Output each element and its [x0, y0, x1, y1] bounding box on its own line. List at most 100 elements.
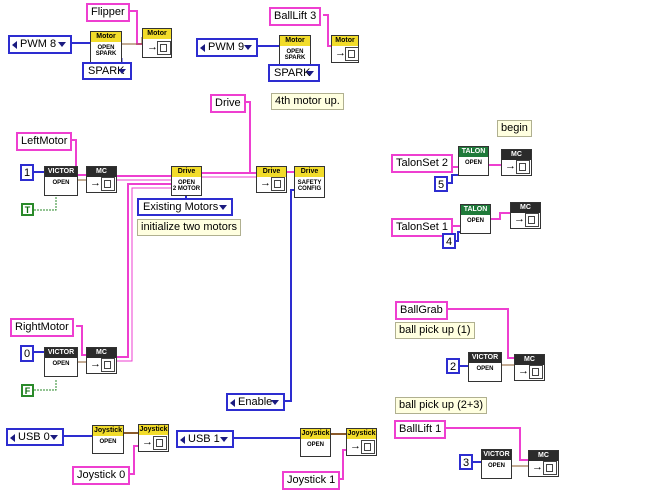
wire-ballgrab	[448, 308, 514, 359]
talon-open-vi-1[interactable]: TALON OPEN	[460, 204, 491, 234]
wire-talon1-mc	[489, 212, 513, 220]
mc-vi-talon2[interactable]: MC →	[501, 149, 532, 176]
mc-vi-right[interactable]: MC →	[86, 347, 117, 374]
joystick-open-vi-1[interactable]: Joystick OPEN	[300, 428, 331, 457]
vi-header: VICTOR	[469, 353, 501, 363]
comment-ball-pick-23: ball pick up (2+3)	[395, 397, 488, 414]
pwm9-ring[interactable]: PWM 9	[196, 38, 258, 57]
motor-open-vi-2[interactable]: Motor OPEN SPARK	[279, 35, 311, 67]
spark-ring-b[interactable]: SPARK	[268, 64, 320, 82]
talonset1-label[interactable]: TalonSet 1	[391, 218, 453, 237]
arrow-right-icon: →	[505, 160, 516, 172]
drive-label[interactable]: Drive	[210, 94, 246, 113]
wire-joystick0	[128, 445, 139, 475]
vi-body: OPEN 2 MOTOR	[172, 180, 201, 192]
right-bool-constant[interactable]: F	[21, 384, 34, 397]
vi-body: OPEN SPARK	[284, 49, 306, 61]
flipper-label[interactable]: Flipper	[86, 3, 130, 22]
vi-header: VICTOR	[45, 348, 77, 358]
wire-rightmotor	[76, 325, 86, 356]
vi-header: MC	[529, 451, 558, 461]
ring-grip-icon	[10, 434, 15, 442]
chevron-down-icon	[271, 400, 279, 405]
talon-open-vi-2[interactable]: TALON OPEN	[458, 146, 489, 176]
vi-header: Joystick	[301, 429, 330, 439]
refnum-output-icon	[516, 160, 530, 174]
spark-ring-a[interactable]: SPARK	[82, 62, 132, 80]
ring-grip-icon	[180, 436, 185, 444]
balllift3-label[interactable]: BallLift 3	[269, 7, 322, 26]
wire-balllift1	[446, 427, 528, 461]
refnum-output-icon	[153, 436, 167, 450]
wire-enable	[285, 189, 297, 402]
ring-grip-icon	[230, 399, 235, 407]
vi-body: OPEN	[52, 361, 70, 367]
arrow-right-icon: →	[147, 41, 158, 53]
rightmotor-label[interactable]: RightMotor	[10, 318, 74, 337]
pwm9-ring-label: PWM 9	[208, 41, 245, 53]
joystick-refnum-vi-1[interactable]: Joystick →	[346, 428, 377, 456]
victor-open-vi-ballgrab[interactable]: VICTOR OPEN	[468, 352, 502, 382]
talon2-constant[interactable]: 5	[434, 176, 448, 192]
chevron-down-icon	[50, 435, 58, 440]
mc-vi-talon1[interactable]: MC →	[510, 202, 541, 229]
arrow-right-icon: →	[90, 177, 101, 189]
drive-open-vi[interactable]: Drive OPEN 2 MOTOR	[171, 166, 202, 196]
left-bool-constant[interactable]: T	[21, 203, 34, 216]
motor-refnum-vi-2[interactable]: Motor →	[331, 35, 359, 63]
joystick0-label[interactable]: Joystick 0	[72, 466, 131, 485]
vi-header: Joystick	[93, 426, 123, 436]
chevron-down-icon	[219, 205, 227, 210]
joystick1-label[interactable]: Joystick 1	[282, 471, 341, 490]
motor-refnum-vi[interactable]: Motor →	[142, 28, 172, 58]
refnum-output-icon	[157, 41, 171, 55]
vi-header: MC	[515, 355, 544, 365]
chevron-down-icon	[306, 71, 314, 76]
victor-open-vi-right[interactable]: VICTOR OPEN	[44, 347, 78, 377]
balllift1-constant[interactable]: 3	[459, 454, 473, 470]
talon1-constant[interactable]: 4	[442, 233, 456, 249]
vi-header: TALON	[461, 205, 490, 215]
wire-drive	[244, 101, 256, 174]
mc-vi-ballgrab[interactable]: MC →	[514, 354, 545, 381]
pwm8-ring[interactable]: PWM 8	[8, 35, 72, 54]
joystick-refnum-vi-0[interactable]: Joystick →	[138, 424, 169, 452]
comment-4th-motor: 4th motor up.	[271, 93, 344, 110]
refnum-output-icon	[529, 365, 543, 379]
refnum-output-icon	[271, 177, 285, 191]
mc-vi-left[interactable]: MC →	[86, 166, 117, 193]
usb1-ring-label: USB 1	[188, 433, 220, 445]
vi-header: Motor	[91, 32, 121, 42]
arrow-right-icon: →	[335, 47, 346, 59]
chevron-down-icon	[58, 42, 66, 47]
mc-vi-balllift1[interactable]: MC →	[528, 450, 559, 477]
vi-header: VICTOR	[45, 167, 77, 177]
victor-open-vi-left[interactable]: VICTOR OPEN	[44, 166, 78, 196]
ballgrab-label[interactable]: BallGrab	[395, 301, 448, 320]
existing-motors-ring-label: Existing Motors	[143, 201, 219, 213]
wire-left-bool	[34, 192, 57, 211]
right-pwm-constant[interactable]: 0	[20, 345, 34, 362]
usb0-ring[interactable]: USB 0	[6, 428, 64, 446]
arrow-right-icon: →	[260, 177, 271, 189]
balllift1-label[interactable]: BallLift 1	[394, 420, 447, 439]
enable-ring[interactable]: Enable	[226, 393, 285, 411]
arrow-right-icon: →	[142, 436, 153, 448]
victor-open-vi-balllift1[interactable]: VICTOR OPEN	[481, 449, 512, 479]
drive-refnum-vi[interactable]: Drive →	[256, 166, 287, 193]
drive-safety-config-vi[interactable]: Drive SAFETY CONFIG	[294, 166, 325, 198]
vi-header: Drive	[257, 167, 286, 177]
chevron-down-icon	[220, 437, 228, 442]
ballgrab-constant[interactable]: 2	[446, 358, 460, 374]
usb1-ring[interactable]: USB 1	[176, 430, 234, 448]
refnum-output-icon	[101, 177, 115, 191]
joystick-open-vi-0[interactable]: Joystick OPEN	[92, 425, 124, 454]
existing-motors-ring[interactable]: Existing Motors	[137, 198, 233, 216]
left-pwm-constant[interactable]: 1	[20, 164, 34, 181]
motor-open-vi[interactable]: Motor OPEN SPARK	[90, 31, 122, 63]
talonset2-label[interactable]: TalonSet 2	[391, 154, 453, 173]
leftmotor-label[interactable]: LeftMotor	[16, 132, 73, 151]
wire-right-bool	[34, 380, 57, 391]
vi-header: MC	[511, 203, 540, 213]
chevron-down-icon	[244, 45, 252, 50]
